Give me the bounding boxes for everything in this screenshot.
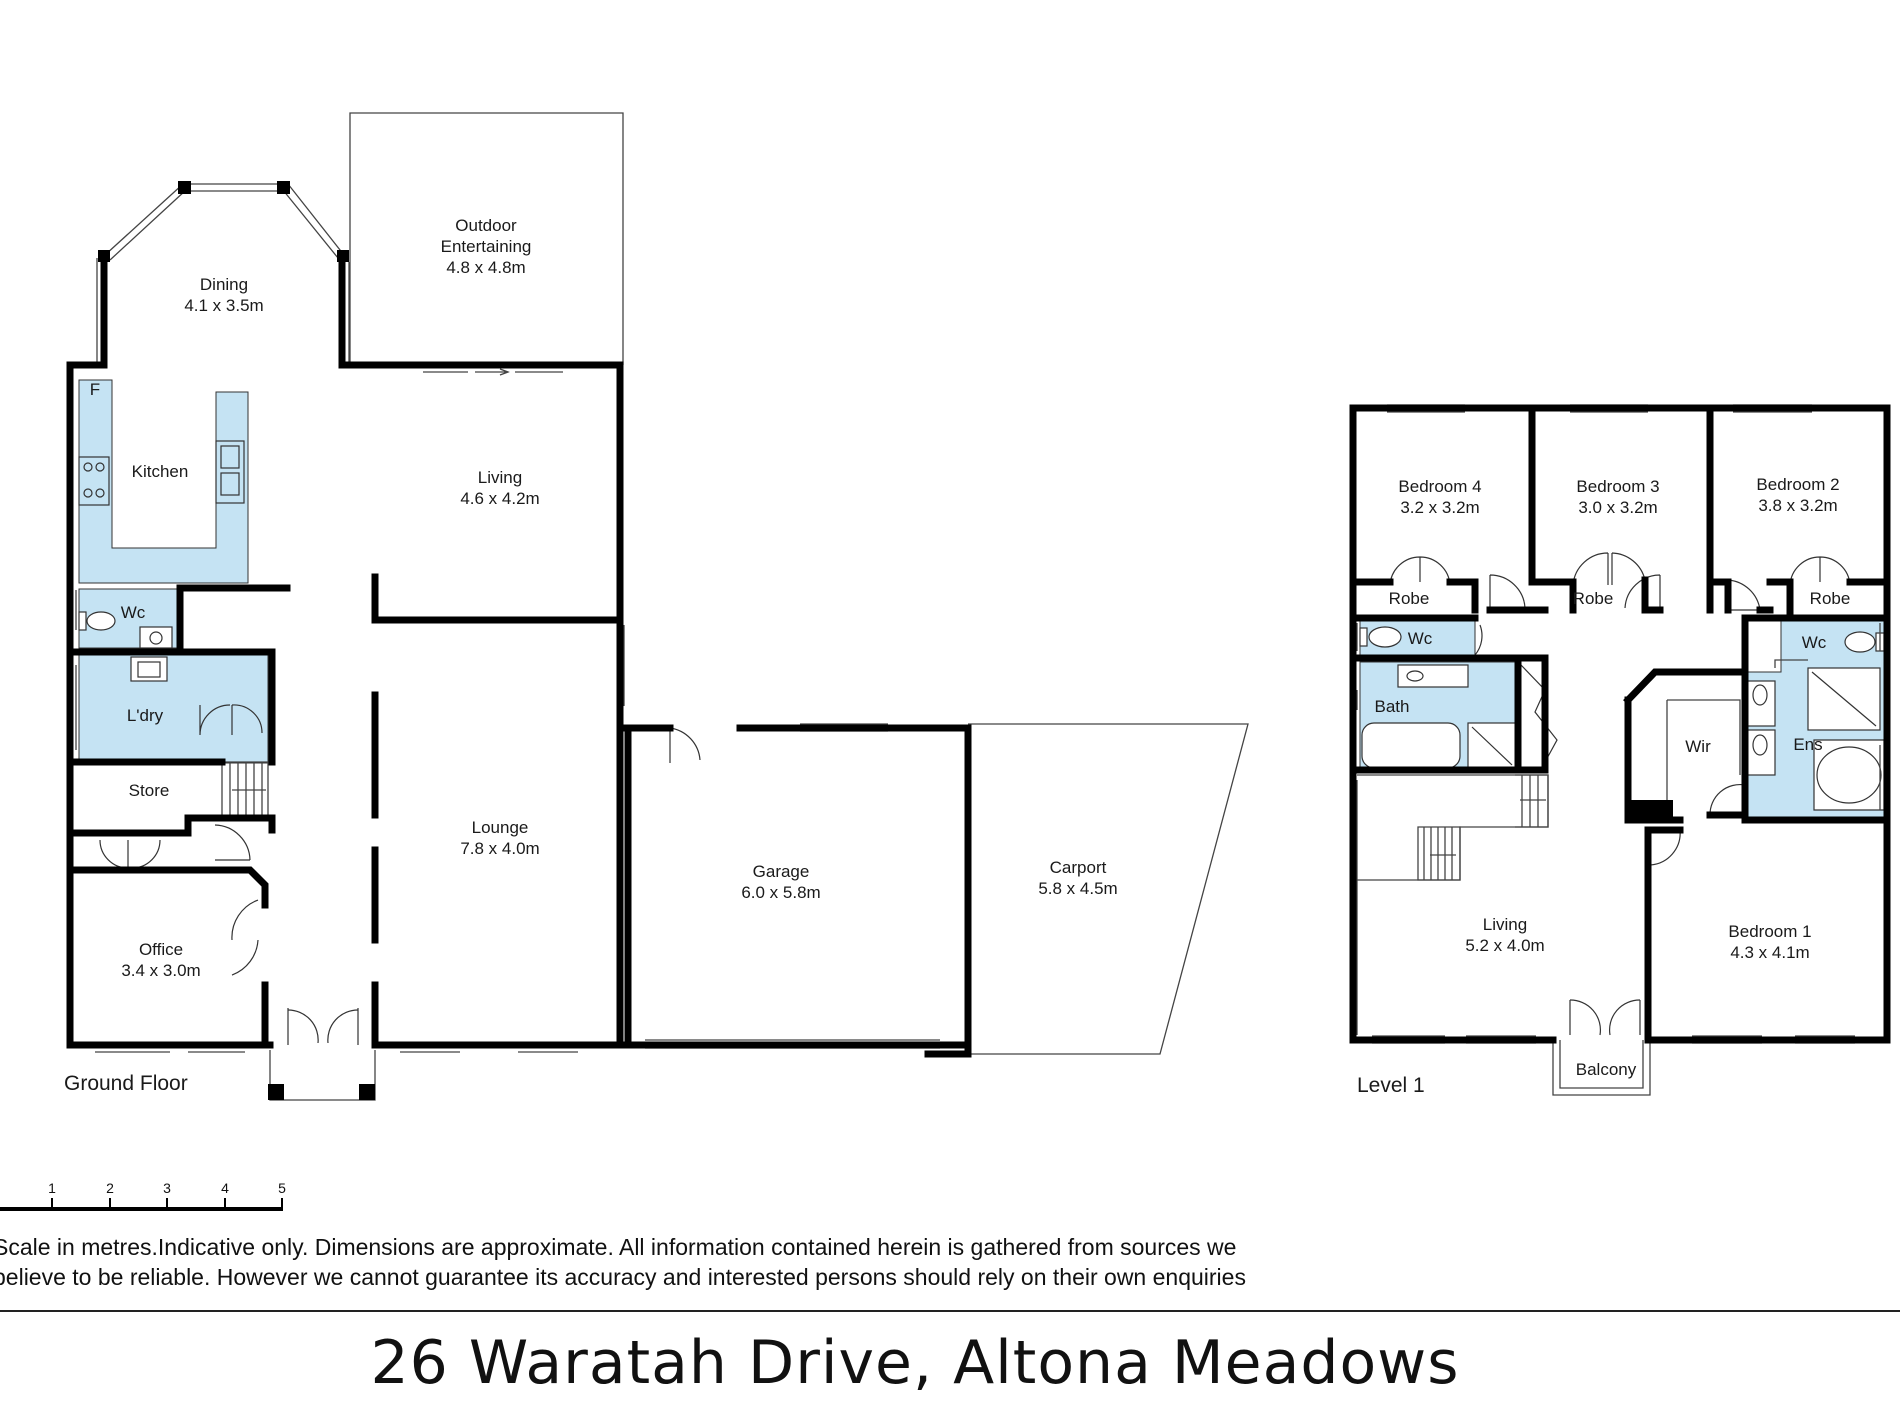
property-address: 26 Waratah Drive, Altona Meadows <box>370 1328 1460 1398</box>
disclaimer-line-1: Scale in metres.Indicative only. Dimensi… <box>0 1234 1237 1260</box>
room-label-kitchen: Kitchen <box>132 462 189 481</box>
scale-tick-3: 3 <box>163 1180 171 1196</box>
wc-fixtures-ground <box>78 611 173 682</box>
room-label-bath: Bath <box>1375 697 1410 716</box>
scale-tick-1: 1 <box>48 1180 56 1196</box>
room-label-dining: Dining <box>200 275 248 294</box>
room-label-bedroom-4: Bedroom 4 <box>1398 477 1481 496</box>
room-label-office: Office <box>139 940 183 959</box>
room-label-balcony: Balcony <box>1576 1060 1637 1079</box>
room-label-wc-ground: Wc <box>121 603 146 622</box>
scale-tick-4: 4 <box>221 1180 229 1196</box>
room-label-store: Store <box>129 781 170 800</box>
level-1-plan: Bedroom 4 3.2 x 3.2m Bedroom 3 3.0 x 3.2… <box>1349 404 1891 1097</box>
scale-tick-5: 5 <box>278 1180 286 1196</box>
room-size-outdoor: 4.8 x 4.8m <box>446 258 525 277</box>
room-size-bedroom-2: 3.8 x 3.2m <box>1758 496 1837 515</box>
room-label-carport: Carport <box>1050 858 1107 877</box>
room-label-lounge: Lounge <box>472 818 529 837</box>
room-size-lounge: 7.8 x 4.0m <box>460 839 539 858</box>
room-label-robe-2: Robe <box>1810 589 1851 608</box>
room-label-outdoor-2: Entertaining <box>441 237 532 256</box>
room-label-wir: Wir <box>1685 737 1711 756</box>
disclaimer-line-2: believe to be reliable. However we canno… <box>0 1264 1246 1290</box>
scale-tick-2: 2 <box>106 1180 114 1196</box>
room-size-bedroom-4: 3.2 x 3.2m <box>1400 498 1479 517</box>
kitchen-fixtures <box>78 440 245 506</box>
room-size-office: 3.4 x 3.0m <box>121 961 200 980</box>
room-size-living-ground: 4.6 x 4.2m <box>460 489 539 508</box>
room-label-bedroom-2: Bedroom 2 <box>1756 475 1839 494</box>
walls-ground <box>66 254 972 1058</box>
room-size-bedroom-3: 3.0 x 3.2m <box>1578 498 1657 517</box>
ground-floor-plan: Dining 4.1 x 3.5m Outdoor Entertaining 4… <box>64 112 1249 1101</box>
ground-floor-label: Ground Floor <box>64 1072 188 1095</box>
room-label-wc-level1-a: Wc <box>1408 629 1433 648</box>
room-label-robe-4: Robe <box>1389 589 1430 608</box>
room-size-carport: 5.8 x 4.5m <box>1038 879 1117 898</box>
room-size-bedroom-1: 4.3 x 4.1m <box>1730 943 1809 962</box>
thin-lines-ground <box>69 112 1249 1101</box>
room-size-dining: 4.1 x 3.5m <box>184 296 263 315</box>
room-label-garage: Garage <box>753 862 810 881</box>
room-label-bedroom-1: Bedroom 1 <box>1728 922 1811 941</box>
disclaimer: Scale in metres.Indicative only. Dimensi… <box>0 1232 1323 1292</box>
divider-rule <box>0 1310 1900 1312</box>
room-label-living-level1: Living <box>1483 915 1527 934</box>
room-labels-ground: Dining 4.1 x 3.5m Outdoor Entertaining 4… <box>90 216 1118 980</box>
room-label-living-ground: Living <box>478 468 522 487</box>
room-size-garage: 6.0 x 5.8m <box>741 883 820 902</box>
level-1-label: Level 1 <box>1357 1074 1425 1097</box>
fridge-label: F <box>90 380 100 399</box>
room-label-bedroom-3: Bedroom 3 <box>1576 477 1659 496</box>
room-label-ensuite: Ens <box>1793 735 1822 754</box>
room-labels-level1: Bedroom 4 3.2 x 3.2m Bedroom 3 3.0 x 3.2… <box>1375 475 1851 1079</box>
room-label-laundry: L'dry <box>127 706 164 725</box>
room-label-robe-3: Robe <box>1573 589 1614 608</box>
room-size-living-level1: 5.2 x 4.0m <box>1465 936 1544 955</box>
room-label-outdoor: Outdoor <box>455 216 517 235</box>
room-label-wc-level1-b: Wc <box>1802 633 1827 652</box>
posts-ground <box>98 181 375 1100</box>
posts-level1 <box>1628 800 1673 822</box>
door-swings-ground <box>99 704 701 1045</box>
walls-level1 <box>1349 404 1891 1044</box>
scale-bar: 1 2 3 4 5 <box>0 1180 286 1211</box>
